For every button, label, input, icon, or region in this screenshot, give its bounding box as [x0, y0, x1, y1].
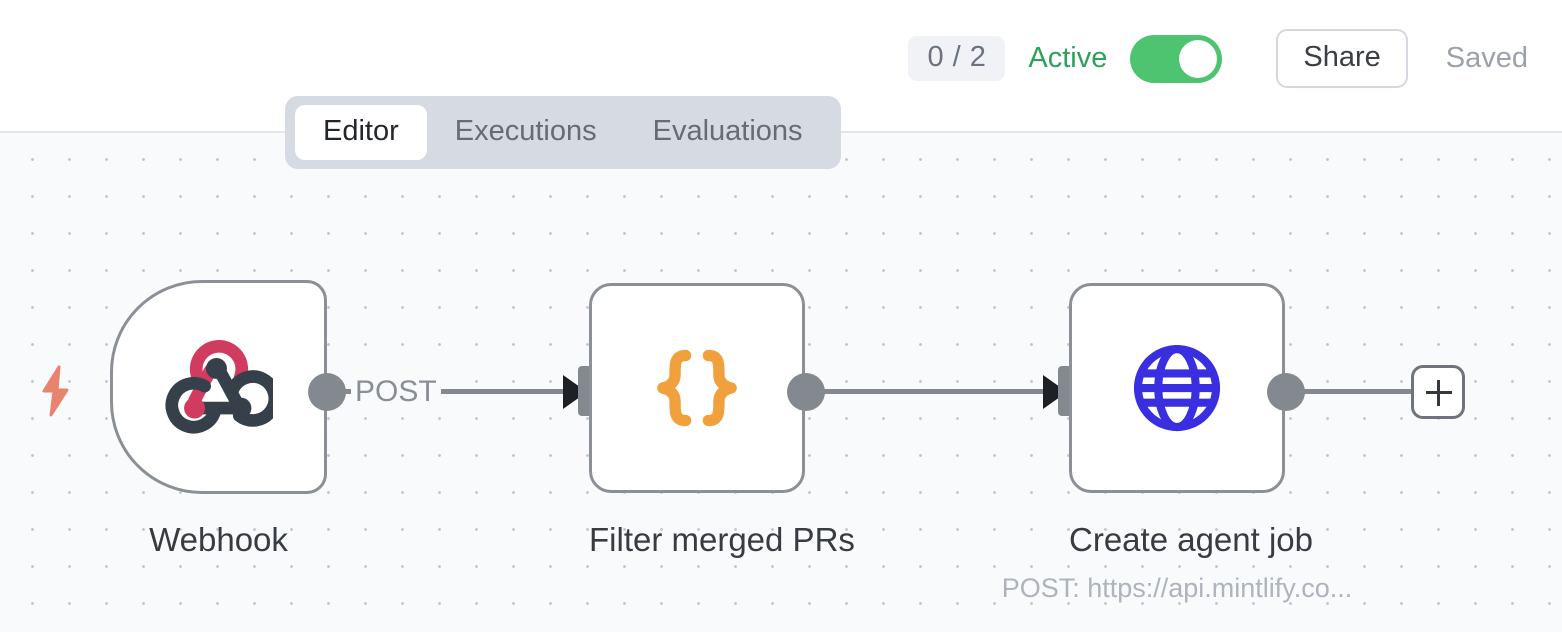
- node-label-webhook: Webhook: [149, 521, 288, 558]
- globe-icon: [1133, 344, 1221, 432]
- active-status-label: Active: [1028, 42, 1108, 74]
- code-braces-icon: [657, 349, 737, 427]
- edge-label-post: POST: [351, 377, 441, 407]
- lightning-bolt-icon: [42, 365, 69, 417]
- webhook-icon: [165, 340, 273, 434]
- view-tabs: Editor Executions Evaluations: [285, 96, 841, 169]
- workflow-canvas[interactable]: Webhook POST Filter merged PRs: [0, 133, 1562, 632]
- node-webhook[interactable]: [110, 280, 327, 494]
- node-sublabel-http: POST: https://api.mintlify.co...: [1001, 573, 1353, 603]
- share-button[interactable]: Share: [1276, 29, 1408, 88]
- run-counter-badge: 0 / 2: [908, 36, 1006, 81]
- edge-http-to-add[interactable]: [1297, 389, 1414, 394]
- tab-editor[interactable]: Editor: [295, 105, 427, 160]
- active-toggle[interactable]: [1130, 34, 1223, 83]
- node-label-http: Create agent job: [1069, 521, 1314, 558]
- header-actions: 0 / 2 Active Share Saved: [908, 29, 1528, 88]
- saved-status-label: Saved: [1445, 42, 1528, 74]
- tab-evaluations[interactable]: Evaluations: [652, 115, 803, 147]
- edge-webhook-to-filter[interactable]: [340, 389, 572, 394]
- toggle-knob: [1179, 39, 1218, 78]
- tab-executions[interactable]: Executions: [454, 115, 597, 147]
- node-filter-merged-prs[interactable]: [589, 283, 805, 493]
- edge-filter-to-http[interactable]: [818, 389, 1043, 394]
- add-node-button[interactable]: [1411, 365, 1465, 419]
- node-label-filter: Filter merged PRs: [589, 521, 855, 558]
- webhook-output-port[interactable]: [308, 373, 346, 411]
- node-create-agent-job[interactable]: [1069, 283, 1285, 493]
